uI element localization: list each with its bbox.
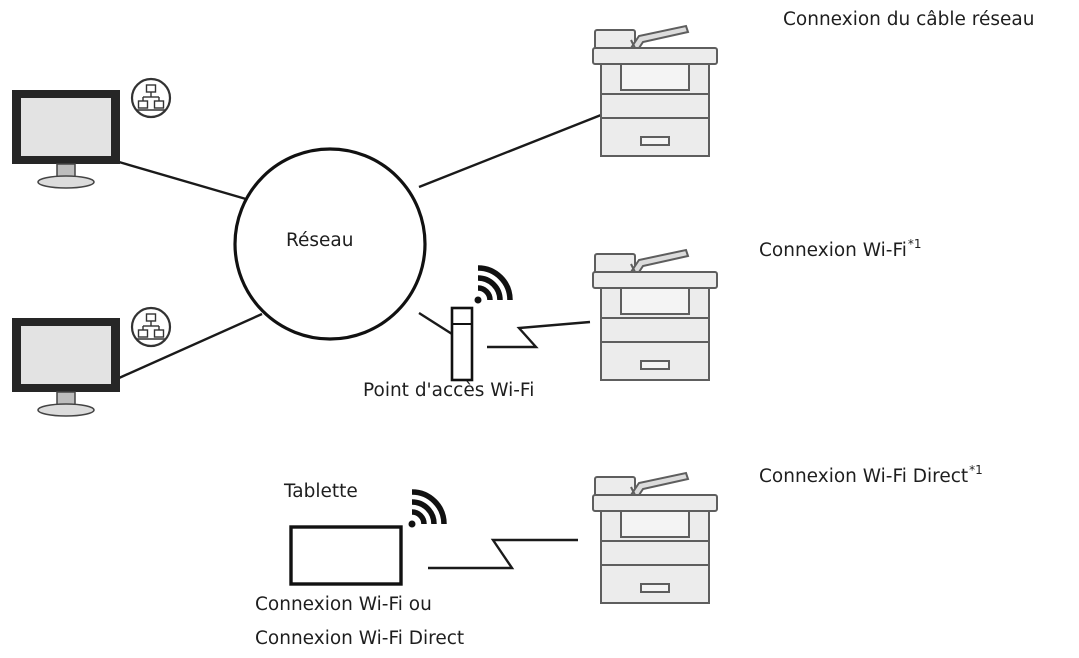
wifi-access-point-icon	[450, 306, 474, 382]
wifi-connection-text: Connexion Wi-Fi	[759, 240, 907, 261]
cable-line-access-point	[418, 311, 453, 336]
lan-network-icon	[130, 306, 172, 348]
wifi-direct-connection-text: Connexion Wi-Fi Direct	[759, 466, 969, 487]
network-circle	[233, 147, 427, 341]
lan-network-icon	[130, 77, 172, 119]
cable-line-pc1	[118, 160, 247, 201]
computer-monitor-icon	[11, 317, 121, 417]
tablet-connection-label-line1: Connexion Wi-Fi ou	[255, 594, 432, 615]
cable-line-pc2	[118, 312, 263, 380]
printer-icon	[592, 472, 718, 604]
wifi-direct-connection-label: Connexion Wi-Fi Direct*1	[759, 464, 983, 487]
wifi-link-line	[487, 320, 591, 349]
printer-icon	[592, 25, 718, 157]
computer-monitor-icon	[11, 89, 121, 189]
tablet-label: Tablette	[284, 481, 358, 502]
wifi-signal-icon	[409, 492, 445, 528]
cable-connection-label: Connexion du câble réseau	[783, 9, 1035, 30]
footnote-mark: *1	[907, 237, 922, 251]
network-label: Réseau	[286, 230, 354, 251]
printer-icon	[592, 249, 718, 381]
tablet-icon	[289, 525, 403, 586]
tablet-connection-label-line2: Connexion Wi-Fi Direct	[255, 628, 465, 649]
footnote-mark: *1	[969, 463, 983, 477]
cable-line-printer	[418, 113, 602, 189]
wifi-signal-icon	[475, 268, 511, 304]
connection-lines	[118, 113, 602, 570]
wifi-direct-link-line	[428, 538, 578, 570]
wifi-connection-label: Connexion Wi-Fi*1	[759, 238, 922, 261]
access-point-label: Point d'accès Wi-Fi	[363, 380, 535, 401]
